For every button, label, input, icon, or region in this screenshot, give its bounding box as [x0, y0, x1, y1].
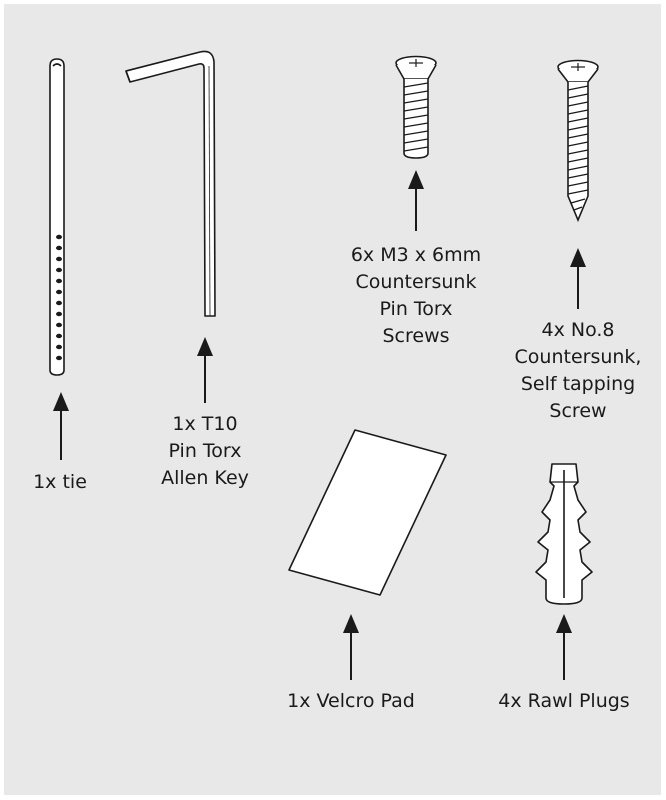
label-allen-key: 1x T10 Pin Torx Allen Key [130, 411, 280, 492]
rawl-plug-icon [535, 463, 593, 605]
velcro-pad-icon [288, 429, 447, 596]
arrow-rawl-plug [556, 614, 572, 680]
label-line: 1x Velcro Pad [287, 690, 415, 712]
label-line: 1x tie [33, 471, 87, 493]
label-line: 1x T10 [172, 413, 238, 435]
arrow-velcro-pad [343, 614, 359, 680]
label-line: Self tapping [520, 373, 636, 395]
label-line: Screws [382, 325, 450, 347]
arrow-tie [53, 392, 69, 460]
label-line: Allen Key [161, 467, 249, 489]
label-rawl-plugs: 4x Rawl Plugs [474, 688, 654, 715]
label-line: Countersunk [355, 271, 477, 293]
arrow-allen-key [197, 337, 213, 403]
label-self-tapping-screw: 4x No.8 Countersunk, Self tapping Screw [488, 317, 666, 425]
m3-screw-icon [395, 55, 437, 159]
label-m3-screws: 6x M3 x 6mm Countersunk Pin Torx Screws [326, 242, 506, 350]
label-line: Pin Torx [379, 298, 453, 320]
label-velcro-pad: 1x Velcro Pad [261, 688, 441, 715]
arrow-m3-screw [408, 170, 424, 231]
label-tie: 1x tie [10, 469, 110, 496]
allen-key-icon [125, 50, 216, 317]
label-line: Pin Torx [168, 440, 242, 462]
label-line: Screw [549, 400, 607, 422]
label-line: 4x Rawl Plugs [498, 690, 630, 712]
label-line: 4x No.8 [541, 319, 615, 341]
label-line: Countersunk, [514, 346, 642, 368]
parts-panel [4, 4, 661, 795]
arrow-self-tapping-screw [570, 248, 586, 309]
label-line: 6x M3 x 6mm [350, 244, 482, 266]
self-tapping-screw-icon [557, 59, 599, 223]
cable-tie-icon [49, 58, 65, 376]
pointer-arrows [53, 170, 586, 680]
